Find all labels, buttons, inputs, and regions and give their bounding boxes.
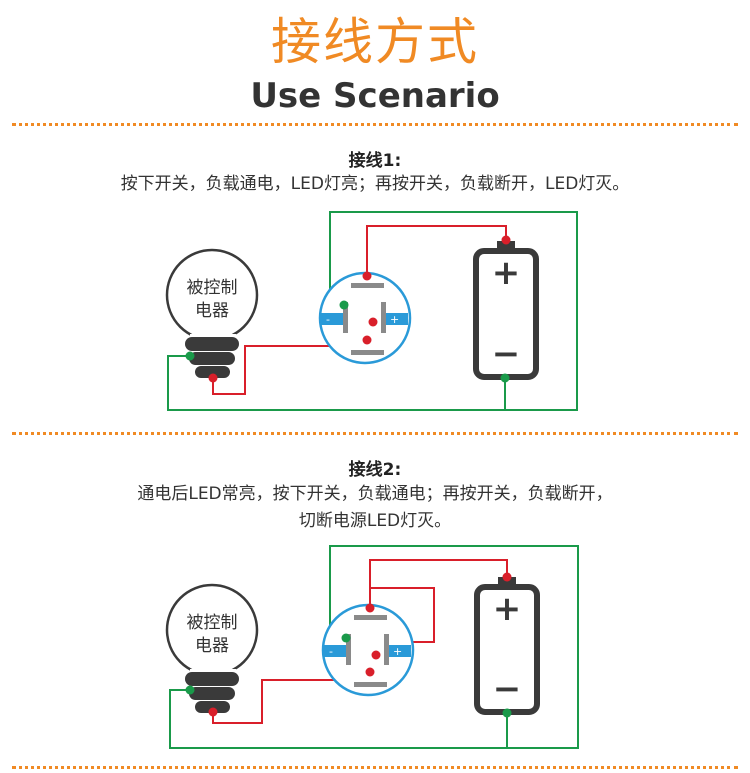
page-title-en: Use Scenario <box>250 76 500 116</box>
switch-2: - + <box>321 603 415 697</box>
switch-minus-tab <box>321 313 343 325</box>
lamp-2: 被控制 电器 <box>165 583 259 713</box>
lamp-base-ring <box>195 701 230 713</box>
junction-dot-red <box>208 373 218 383</box>
switch-minus-label: - <box>326 313 330 326</box>
lamp-base-ring <box>189 352 235 365</box>
battery-terminal <box>498 577 516 587</box>
switch-contact-bottom <box>354 682 387 687</box>
switch-1: - + <box>318 271 412 365</box>
junction-dot-green <box>185 351 195 361</box>
green-wire-main <box>169 545 579 749</box>
switch-contact-left <box>343 302 348 333</box>
junction-dot-red <box>501 235 511 245</box>
lamp-label-line1: 被控制 <box>187 278 238 298</box>
switch-plus-label: + <box>390 313 399 326</box>
red-wire-loop <box>370 587 435 643</box>
lamp-label-line1: 被控制 <box>187 613 238 633</box>
battery-plus-label: + <box>493 589 522 629</box>
junction-dot-red <box>365 603 375 613</box>
lamp-label-line2: 电器 <box>195 301 229 321</box>
section2-desc-line2: 切断电源LED灯灭。 <box>298 511 452 531</box>
lamp-base-ring <box>185 337 239 351</box>
section2-desc-line1: 通电后LED常亮，按下开关，负载通电；再按开关，负载断开， <box>137 484 613 504</box>
battery-2: + − <box>474 577 540 715</box>
divider-middle <box>12 432 738 435</box>
switch-plus-tab <box>386 313 408 325</box>
battery-terminal <box>497 241 515 251</box>
section1-title: 接线1: <box>348 151 402 171</box>
switch-minus-label: - <box>329 645 333 658</box>
junction-dot-green <box>185 685 195 695</box>
junction-dot-green <box>341 633 351 643</box>
switch-contact-left <box>346 634 351 665</box>
battery-1: + − <box>473 241 539 380</box>
switch-plus-label: + <box>393 645 402 658</box>
page-title-cn: 接线方式 <box>271 13 479 71</box>
battery-minus-label: − <box>492 334 521 374</box>
switch-contact-bottom <box>351 350 384 355</box>
junction-dot-red <box>208 707 218 717</box>
switch-contact-top <box>351 283 384 288</box>
lamp-base-ring <box>185 672 239 686</box>
switch-plus-tab <box>389 645 411 657</box>
section2-title: 接线2: <box>348 460 402 480</box>
junction-dot-green <box>500 373 510 383</box>
junction-dot-red <box>362 271 372 281</box>
section1-desc: 按下开关，负载通电，LED灯亮；再按开关，负载断开，LED灯灭。 <box>120 174 630 194</box>
junction-dot-green <box>502 708 512 718</box>
green-wire-main <box>167 211 578 411</box>
red-wire-top <box>369 559 508 608</box>
battery-minus-label: − <box>493 669 522 709</box>
lamp-base-ring <box>195 366 230 378</box>
junction-dot-red <box>368 317 378 327</box>
switch-contact-right <box>381 302 386 333</box>
junction-dot-red <box>365 667 375 677</box>
switch-contact-right <box>384 634 389 665</box>
divider-top <box>12 123 738 126</box>
lamp-base-ring <box>189 687 235 700</box>
red-wire-top <box>366 225 507 276</box>
junction-dot-red <box>362 335 372 345</box>
switch-contact-top <box>354 615 387 620</box>
lamp-label-line2: 电器 <box>195 636 229 656</box>
lamp-1: 被控制 电器 <box>165 248 259 378</box>
switch-minus-tab <box>324 645 346 657</box>
junction-dot-red <box>502 572 512 582</box>
divider-bottom <box>12 766 738 769</box>
junction-dot-green <box>339 300 349 310</box>
junction-dot-red <box>371 650 381 660</box>
battery-plus-label: + <box>492 253 521 293</box>
